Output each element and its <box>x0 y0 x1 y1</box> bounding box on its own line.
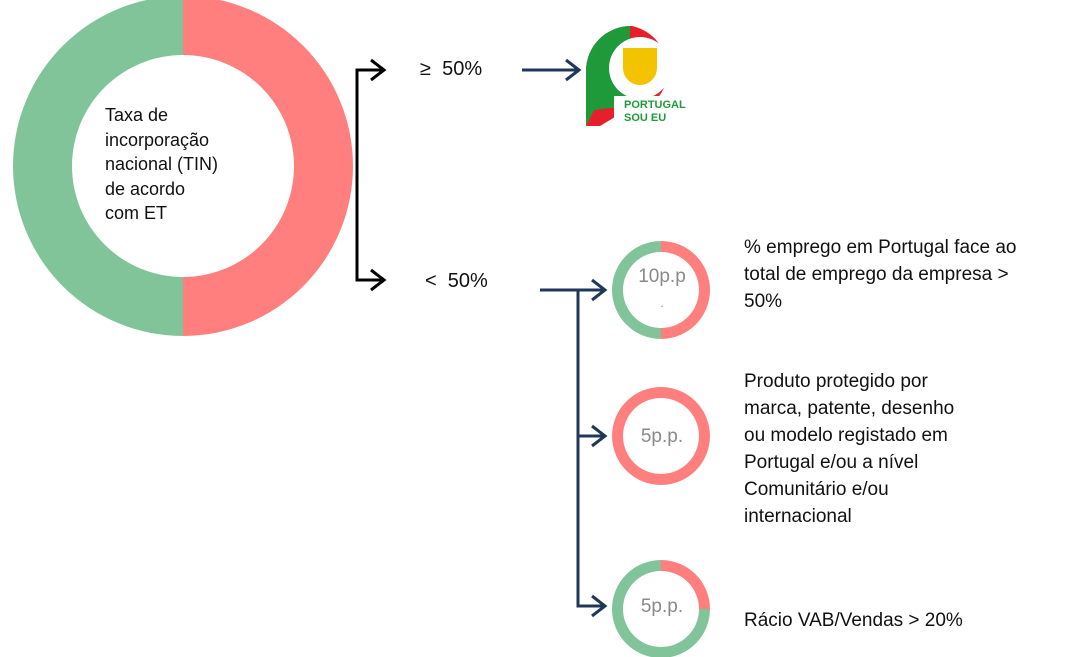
logo-shield-icon <box>623 48 657 85</box>
bracket-line <box>355 68 382 282</box>
main-donut-label-line: de acordo <box>105 178 186 199</box>
criteria-tree <box>540 278 608 618</box>
criterion-2-points-label: 5p.p. <box>640 426 684 447</box>
main-donut-label-line: nacional (TIN) <box>105 154 219 174</box>
criterion-2-text-line: marca, patente, desenho <box>744 398 955 419</box>
bracket-arrowhead-low <box>370 268 387 292</box>
arrow-to-logo <box>522 58 582 82</box>
main-donut-red-segment <box>183 0 353 336</box>
arrowhead-crit-1 <box>591 278 608 302</box>
tree-vertical <box>576 290 604 608</box>
tin-bracket <box>355 58 387 292</box>
criterion-3-red-segment <box>661 560 710 609</box>
criterion-1-text-line: 50% <box>744 291 783 312</box>
criterion-3-text: Rácio VAB/Vendas > 20% <box>744 607 963 634</box>
main-donut-label-line: com ET <box>105 203 168 223</box>
criterion-2-text: Produto protegido por marca, patente, de… <box>744 368 954 530</box>
main-donut <box>13 0 353 336</box>
main-donut-label: Taxa de incorporação nacional (TIN) de a… <box>105 103 275 226</box>
bracket-arrowhead-high <box>370 58 387 82</box>
main-donut-green-segment <box>13 0 183 336</box>
logo-text-line2: SOU EU <box>624 112 666 124</box>
criterion-1-red-segment <box>661 241 710 339</box>
criterion-1-green-segment <box>612 241 661 339</box>
arrow-to-logo-head <box>565 58 582 82</box>
criterion-donut-3 <box>612 560 710 657</box>
criterion-1-text-line: total de emprego da empresa > <box>744 264 1009 285</box>
criterion-1-extra-mark: . <box>660 296 664 310</box>
criterion-1-points-label: 10p.p <box>638 266 686 287</box>
logo-text-backdrop <box>614 96 709 126</box>
criterion-3-points-label: 5p.p. <box>640 596 684 617</box>
branch-label-low: < 50% <box>425 270 488 292</box>
logo-text-line1: PORTUGAL <box>624 99 686 111</box>
criterion-2-text-line: Comunitário e/ou <box>744 479 889 500</box>
branch-label-high: ≥ 50% <box>420 58 483 80</box>
logo-green-shape <box>586 26 630 126</box>
criterion-2-text-line: Produto protegido por <box>744 371 928 392</box>
criterion-1-text-line: % emprego em Portugal face ao <box>744 237 1017 258</box>
criterion-2-text-line: Portugal e/ou a nível <box>744 452 919 473</box>
main-donut-label-line: incorporação <box>105 129 210 150</box>
arrowhead-crit-2 <box>591 424 608 448</box>
criterion-2-text-line: internacional <box>744 506 852 527</box>
criterion-donut-1 <box>612 241 710 339</box>
main-donut-label-line: Taxa de <box>105 105 169 125</box>
arrowhead-crit-3 <box>591 594 608 618</box>
portugal-sou-eu-logo: PORTUGAL SOU EU <box>586 26 709 126</box>
criterion-3-text-line: Rácio VAB/Vendas > 20% <box>744 610 963 631</box>
criterion-2-text-line: ou modelo registado em <box>744 425 948 446</box>
criterion-1-text: % emprego em Portugal face ao total de e… <box>744 234 1017 315</box>
